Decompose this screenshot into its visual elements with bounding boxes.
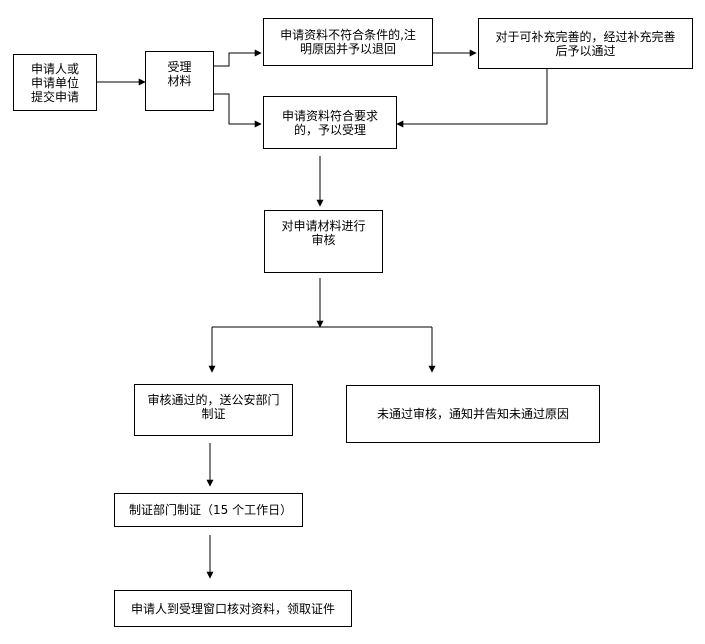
node-failed: 未通过审核，通知并告知未通过原因 <box>346 385 600 443</box>
node-collect: 申请人到受理窗口核对资料，领取证件 <box>114 590 352 627</box>
node-issue-cert: 制证部门制证（15 个工作日） <box>114 493 303 527</box>
node-supplement: 对于可补充完善的，经过补充完善 后予以通过 <box>478 18 693 69</box>
node-compliant: 申请资料符合要求 的，予以受理 <box>263 96 397 149</box>
node-passed: 审核通过的，送公安部门 制证 <box>134 384 293 436</box>
node-accept-materials: 受理 材料 <box>145 51 214 111</box>
edge-accept-to-compliant <box>214 93 262 128</box>
node-review: 对申请材料进行 审核 <box>264 210 383 273</box>
node-not-compliant: 申请资料不符合条件的,注 明原因并予以退回 <box>263 18 433 66</box>
edge-supplement-to-compliant <box>396 69 548 128</box>
edge-accept-to-not-compliant <box>214 49 262 67</box>
node-applicant: 申请人或 申请单位 提交申请 <box>13 54 97 111</box>
